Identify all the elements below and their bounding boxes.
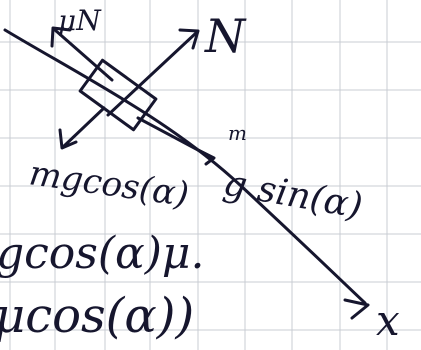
gravity-perp-arrow: [61, 106, 106, 149]
incline-line: [3, 28, 367, 305]
friction-force-arrow: [53, 28, 114, 82]
axis-label: x: [376, 296, 400, 345]
normal-label: N: [204, 9, 247, 63]
friction-label: μN: [58, 4, 102, 37]
friction-force-arrowhead: [50, 26, 72, 48]
gravity-parallel-label: g sin(α): [220, 162, 365, 227]
x-axis-arrowhead: [343, 298, 370, 320]
equation-line-2: μcos(α)): [0, 288, 194, 344]
gravity-parallel-m-label: m: [228, 121, 247, 145]
gravity-perp-arrowhead: [58, 128, 78, 150]
equation-line-1: gcos(α)μ.: [0, 228, 205, 279]
gravity-perp-label: mgcos(α): [27, 153, 191, 215]
normal-force-arrow: [106, 31, 198, 117]
normal-force-arrowhead: [178, 28, 200, 50]
gravity-parallel-arrowhead: [196, 148, 216, 166]
block: [78, 58, 158, 132]
